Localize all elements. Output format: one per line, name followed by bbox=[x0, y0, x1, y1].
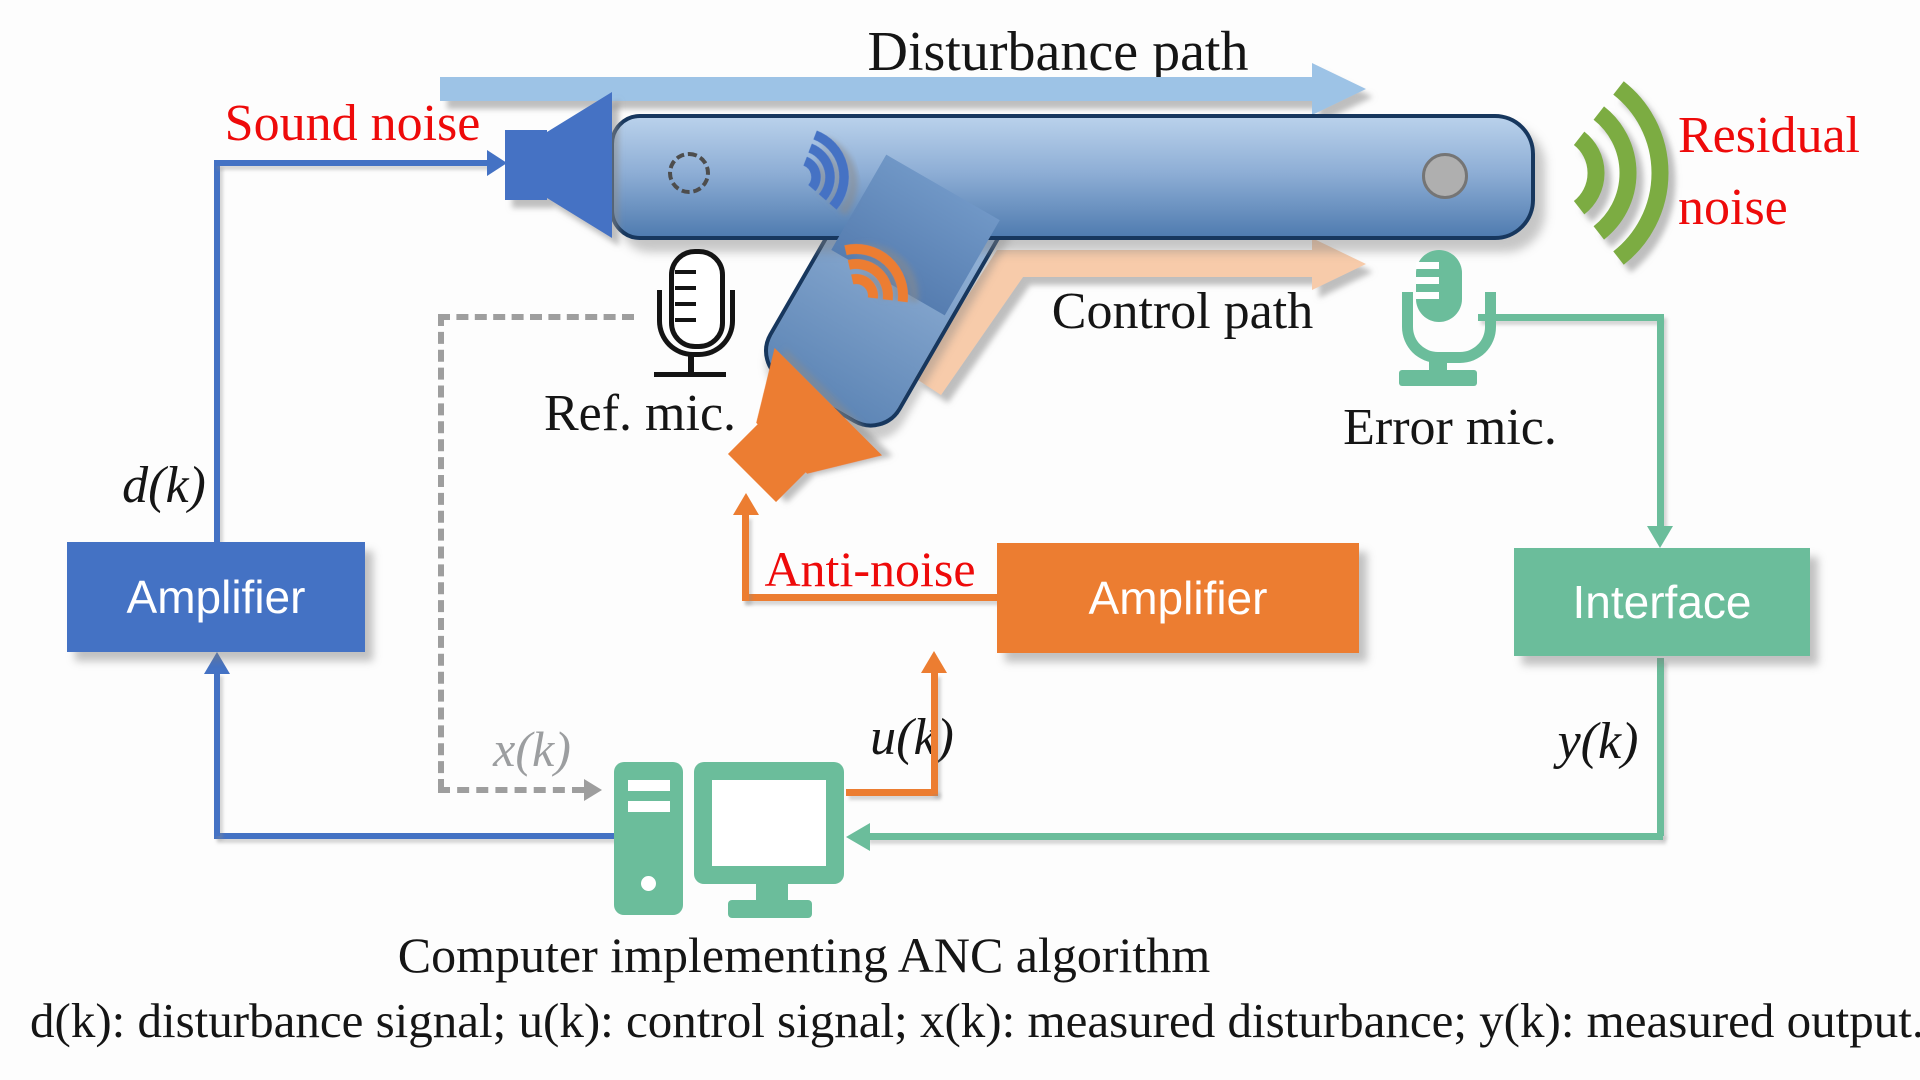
interface-label: Interface bbox=[1572, 576, 1752, 628]
orange-wire-up-to-amp bbox=[931, 673, 938, 794]
green-arrowhead-into-computer bbox=[846, 823, 870, 851]
signal-y-label: y(k) bbox=[1557, 713, 1639, 770]
control-path-label: Control path bbox=[1051, 283, 1314, 340]
right-amplifier-label: Amplifier bbox=[1088, 572, 1268, 624]
residual-noise-waves-icon bbox=[1573, 81, 1669, 265]
error-mic-label: Error mic. bbox=[1343, 399, 1557, 456]
legend-text: d(k): disturbance signal; u(k): control … bbox=[30, 993, 1920, 1048]
signal-u-label: u(k) bbox=[870, 709, 954, 766]
green-wire-down-to-interface bbox=[1657, 314, 1664, 527]
green-wire-interface-down bbox=[1657, 658, 1664, 836]
right-amplifier-box: Amplifier bbox=[997, 543, 1359, 653]
left-amplifier-label: Amplifier bbox=[126, 571, 306, 623]
error-mic-port-circle bbox=[1422, 153, 1468, 199]
orange-arrowhead-into-speaker bbox=[733, 493, 759, 515]
disturbance-path-label: Disturbance path bbox=[867, 21, 1249, 83]
blue-arrowhead-into-amp bbox=[204, 652, 230, 674]
blue-wire-up-to-amp bbox=[214, 672, 220, 836]
residual-noise-label: Residual noise bbox=[1678, 100, 1860, 244]
anti-noise-label: Anti-noise bbox=[764, 541, 976, 597]
green-wire-from-mic bbox=[1478, 314, 1660, 321]
left-amplifier-box: Amplifier bbox=[67, 542, 365, 652]
noise-speaker-icon bbox=[505, 92, 612, 238]
orange-wire-amp-out bbox=[742, 594, 997, 601]
green-wire-to-computer bbox=[866, 833, 1663, 840]
green-arrowhead-into-interface bbox=[1647, 526, 1673, 548]
ref-mic-position-dashed-circle bbox=[668, 152, 710, 194]
dashed-wire-vertical bbox=[438, 314, 444, 791]
residual-noise-line1: Residual bbox=[1678, 107, 1860, 164]
computer-caption: Computer implementing ANC algorithm bbox=[397, 927, 1211, 983]
blue-wire-to-speaker bbox=[214, 160, 487, 166]
dashed-wire-bottom bbox=[438, 787, 584, 793]
orange-wire-from-computer bbox=[846, 789, 938, 796]
sound-noise-label: Sound noise bbox=[224, 95, 481, 152]
dashed-arrowhead-into-computer bbox=[584, 779, 602, 801]
duct-tube bbox=[610, 114, 1535, 240]
orange-wire-up-to-speaker bbox=[742, 515, 749, 601]
signal-x-label: x(k) bbox=[493, 721, 571, 777]
blue-wire-bottom bbox=[214, 833, 616, 839]
ref-mic-label: Ref. mic. bbox=[543, 385, 737, 442]
signal-d-label: d(k) bbox=[122, 457, 206, 514]
residual-noise-line2: noise bbox=[1678, 179, 1788, 236]
dashed-wire-top bbox=[438, 314, 634, 320]
blue-arrowhead-into-speaker bbox=[487, 150, 507, 176]
blue-wire-amp-up bbox=[214, 163, 220, 542]
orange-arrowhead-into-amp bbox=[921, 651, 947, 673]
interface-box: Interface bbox=[1514, 548, 1810, 656]
